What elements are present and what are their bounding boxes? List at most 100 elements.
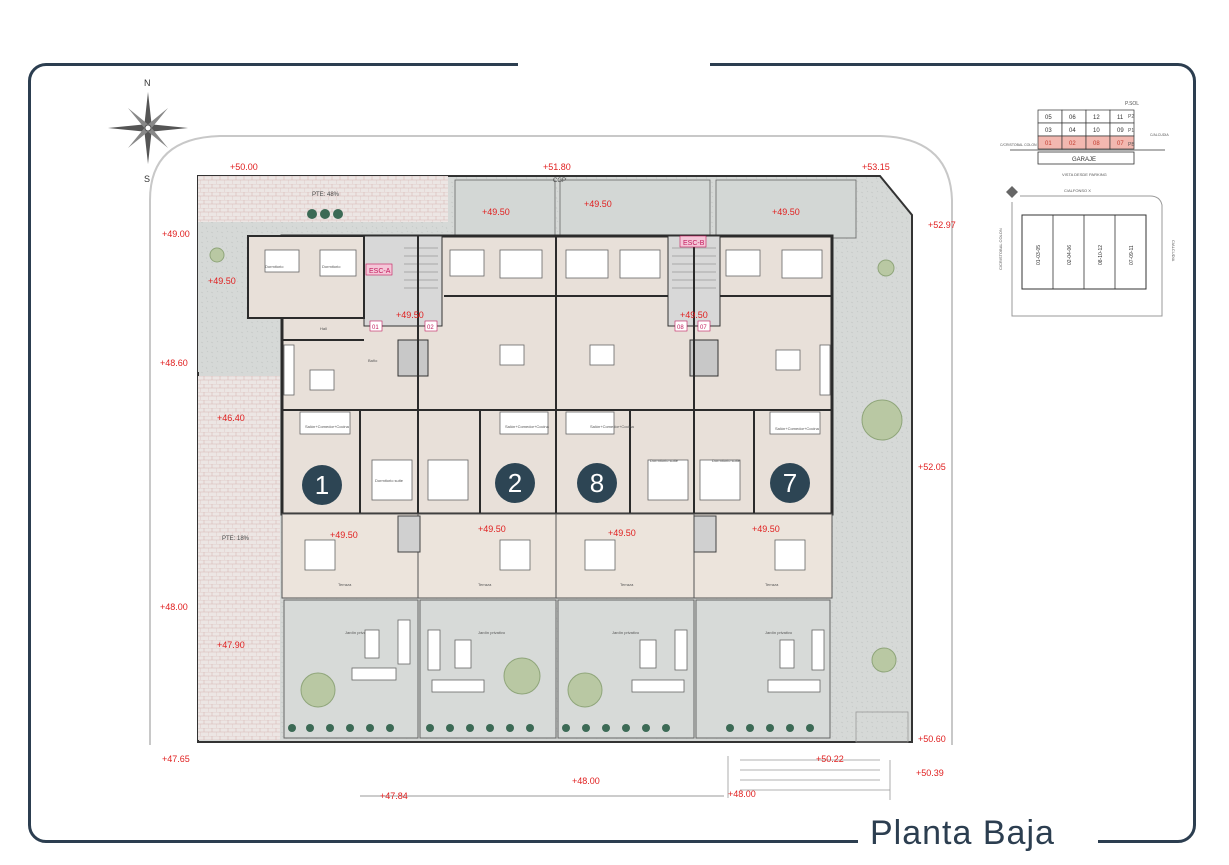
inset-block-1: 01-03-05 <box>1036 245 1042 265</box>
esc-b-label: ESC-B <box>683 240 705 247</box>
level-left-1: +49.00 <box>162 229 190 239</box>
key-floor-pb: PB <box>1128 142 1135 148</box>
level-hall-a: +49.50 <box>396 310 424 320</box>
level-terrace-1: +49.50 <box>330 530 358 540</box>
level-garden-2: +49.50 <box>584 199 612 209</box>
room-label: Dormitorio <box>322 264 341 269</box>
key-cell-label: 12 <box>1093 115 1100 121</box>
level-right-1: +52.97 <box>928 220 956 230</box>
key-cell-label: 05 <box>1045 115 1052 121</box>
compass-north: N <box>144 78 151 88</box>
room-label: Salón+Comedor+Cocina <box>505 424 550 429</box>
level-bottom-left: +47.65 <box>162 754 190 764</box>
room-label: Dormitorio suite <box>650 458 679 463</box>
door-07: 07 <box>700 325 707 331</box>
core-a <box>363 235 443 327</box>
door-08: 08 <box>677 325 684 331</box>
unit-markers: 1 2 8 7 <box>302 463 810 505</box>
level-left-5: +48.00 <box>160 602 188 612</box>
level-terrace-2: +49.50 <box>478 524 506 534</box>
level-bottom-mid2: +47.84 <box>380 791 408 801</box>
entry-steps <box>727 711 909 800</box>
esc-a-label: ESC-A <box>369 268 391 275</box>
room-labels: Dormitorio Dormitorio Hall Baño Salón+Co… <box>265 264 820 483</box>
terrace-tables <box>304 539 806 571</box>
garden-label: Jardín privativo <box>345 630 373 635</box>
key-left-label: C/CRISTOBAL COLON <box>1000 143 1037 147</box>
level-bottom-mid: +48.00 <box>572 776 600 786</box>
key-floor-p2: P2 <box>1128 114 1134 120</box>
bedroom-block-1 <box>247 235 365 319</box>
garden-label: Jardín privativo <box>478 630 506 635</box>
terrace-label: Terraza <box>620 582 634 587</box>
slope-top: PTE: 48% <box>312 192 340 198</box>
inset-block-3: 08-10-12 <box>1098 245 1104 265</box>
garden-labels: Jardín privativo Jardín privativo Jardín… <box>345 630 793 635</box>
terrace-label: Terraza <box>765 582 779 587</box>
key-cell-label: 08 <box>1093 141 1100 147</box>
key-right-label: C/ALCUDIA <box>1150 133 1169 137</box>
level-left-3: +48.60 <box>160 358 188 368</box>
plan-title: Planta Baja <box>870 814 1055 852</box>
key-cell-label: 09 <box>1117 128 1124 134</box>
lift-a <box>397 339 429 377</box>
unit-number-8: 8 <box>590 468 604 498</box>
level-left-2: +49.50 <box>208 276 236 286</box>
level-top-mid: +51.80 <box>543 162 571 172</box>
ac-unit-a <box>397 515 421 553</box>
compass-south: S <box>144 174 150 184</box>
garden-label: Jardín privativo <box>765 630 793 635</box>
key-cell-label: 04 <box>1069 128 1076 134</box>
level-bottom-right2: +50.22 <box>816 754 844 764</box>
level-left-4: +46.40 <box>217 413 245 423</box>
garden-top-7 <box>715 179 857 239</box>
inset-block-4: 07-09-11 <box>1129 245 1135 265</box>
level-terrace-3: +49.50 <box>608 528 636 538</box>
stair-labels: ESC-A 01 02 ESC-B 08 07 <box>365 235 711 332</box>
key-cell <box>1109 135 1135 150</box>
garden-top-2 <box>454 179 556 239</box>
terrace-label: Terraza <box>338 582 352 587</box>
frame-gap <box>518 58 710 70</box>
compass-rose: N S <box>108 78 188 184</box>
garden-top-8 <box>559 179 711 239</box>
slope-left: PTE: 18% <box>222 536 250 542</box>
key-cell-label: 02 <box>1069 141 1076 147</box>
level-garden-3: +49.50 <box>772 207 800 217</box>
terrace-strip <box>281 513 833 599</box>
room-label: Dormitorio suite <box>712 458 741 463</box>
room-label: Salón+Comedor+Cocina <box>590 424 635 429</box>
garden-label: Jardín privativo <box>612 630 640 635</box>
level-bottom-right1: +48.00 <box>728 789 756 799</box>
inset-left-label: C/CRISTOBAL COLON <box>998 228 1003 270</box>
terrace-labels: Terraza Terraza Terraza Terraza <box>338 582 779 587</box>
room-label: Salón+Comedor+Cocina <box>775 426 820 431</box>
key-cell-label: 10 <box>1093 128 1100 134</box>
interior-walls <box>247 236 832 514</box>
level-labels: +50.00 +51.80 +53.15 +49.00 +49.50 +48.6… <box>160 162 956 801</box>
level-left-6: +47.90 <box>217 640 245 650</box>
inset-right-label: C/ALCUDIA <box>1171 240 1176 262</box>
garden-furniture <box>351 619 825 693</box>
furniture <box>264 249 831 501</box>
ac-unit-b <box>693 515 717 553</box>
key-cell-label: 01 <box>1045 141 1052 147</box>
unit-number-1: 1 <box>315 470 329 500</box>
gravel-left <box>198 222 248 372</box>
hedges <box>288 209 814 732</box>
level-top-right: +53.15 <box>862 162 890 172</box>
room-label: Salón+Comedor+Cocina <box>305 424 350 429</box>
unit-number-2: 2 <box>508 468 522 498</box>
level-bottom-right3: +50.39 <box>916 768 944 778</box>
key-floor-top: P.SOL <box>1125 101 1139 107</box>
site-boundary <box>149 135 953 745</box>
key-cell-label: 07 <box>1117 141 1124 147</box>
title-gap <box>858 830 1098 852</box>
terrace-label: Terraza <box>478 582 492 587</box>
key-cell-label: 03 <box>1045 128 1052 134</box>
room-label: Baño <box>368 358 378 363</box>
level-terrace-4: +49.50 <box>752 524 780 534</box>
key-caption: VISTA DESDE PARKING <box>1062 172 1107 177</box>
